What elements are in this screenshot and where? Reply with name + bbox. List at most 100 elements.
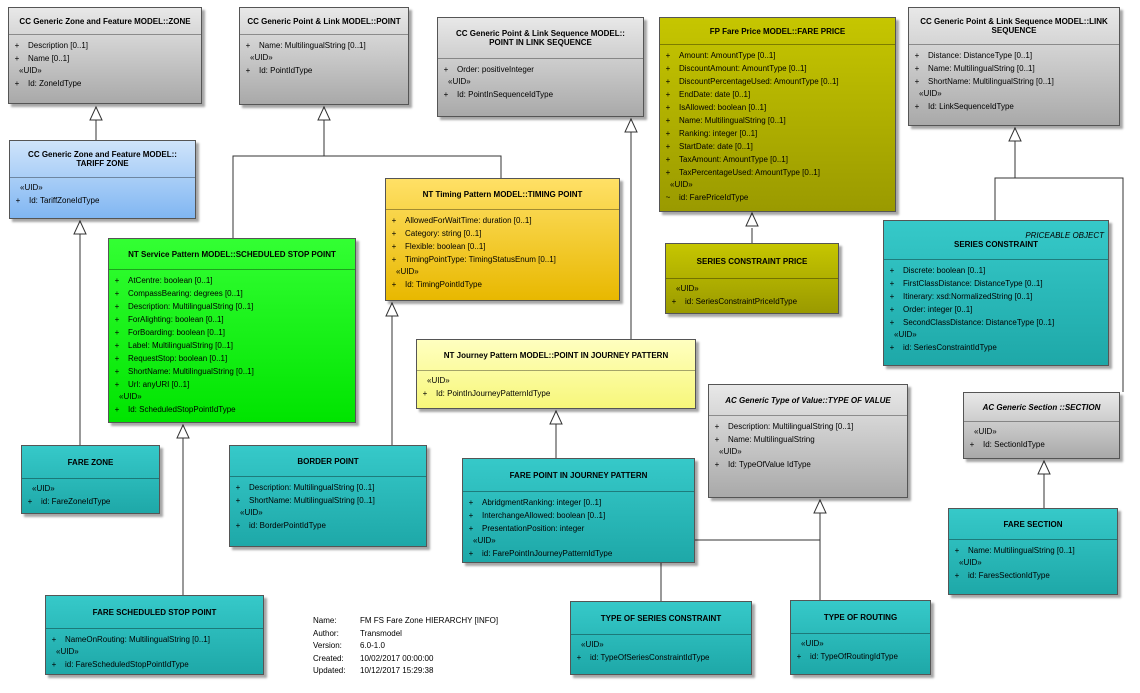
attribute-text: ShortName: MultilingualString [0..1] [249, 496, 375, 505]
attribute-text: id: SeriesConstraintIdType [903, 343, 997, 352]
attribute-list: +AllowedForWaitTime: duration [0..1]+Cat… [386, 210, 619, 293]
class-scheduled-stop-point[interactable]: NT Service Pattern MODEL::SCHEDULED STOP… [108, 238, 356, 423]
class-border-point[interactable]: BORDER POINT+Description: MultilingualSt… [229, 445, 427, 547]
attribute-row: +IsAllowed: boolean [0..1] [660, 101, 895, 114]
visibility-marker: + [391, 242, 397, 251]
attribute-text: ForBoarding: boolean [0..1] [128, 328, 225, 337]
generalization-arrowhead [1008, 126, 1022, 142]
attribute-list: «UID»+Id: PointInJourneyPatternIdType [417, 371, 695, 402]
visibility-marker: + [51, 660, 57, 669]
class-series-constraint-price[interactable]: SERIES CONSTRAINT PRICE«UID»+id: SeriesC… [665, 243, 839, 314]
class-fare-point-in-journey-pattern[interactable]: FARE POINT IN JOURNEY PATTERN+Abridgment… [462, 458, 695, 563]
class-title-line: AC Generic Section ::SECTION [982, 402, 1101, 412]
attribute-text: Amount: AmountType [0..1] [679, 51, 776, 60]
attribute-list: + NameOnRouting: MultilingualString [0..1… [46, 629, 263, 673]
attribute-text: NameOnRouting: MultilingualString [0..1] [65, 635, 210, 644]
uid-stereotype: «UID» [56, 647, 79, 656]
visibility-marker: + [714, 422, 720, 431]
attribute-text: DiscountPercentageUsed: AmountType [0..1… [679, 77, 839, 86]
class-point-in-journey-pattern[interactable]: NT Journey Pattern MODEL::POINT IN JOURN… [416, 339, 696, 409]
class-title: NT Journey Pattern MODEL::POINT IN JOURN… [417, 340, 695, 370]
separator [660, 44, 895, 45]
class-tariff-zone[interactable]: CC Generic Zone and Feature MODEL::TARIF… [9, 140, 196, 219]
visibility-marker: + [14, 41, 20, 50]
uid-stereotype: «UID» [32, 484, 55, 493]
info-value: 6.0-1.0 [360, 641, 385, 650]
class-fare-section[interactable]: FARE SECTION+Name: MultilingualString [0… [948, 508, 1118, 595]
class-title-line: FARE SCHEDULED STOP POINT [92, 607, 217, 617]
attribute-list: «UID»+Id: TariffZoneIdType [10, 178, 195, 209]
uid-stereotype: «UID» [894, 330, 917, 339]
visibility-marker: + [889, 318, 895, 327]
attribute-text: id: SeriesConstraintPriceIdType [685, 297, 798, 306]
attribute-text: Name: MultilingualString [0..1] [679, 116, 786, 125]
class-title: NT Timing Pattern MODEL::TIMING POINT [386, 179, 619, 209]
visibility-marker: + [954, 546, 960, 555]
attribute-text: ShortName: MultilingualString [0..1] [928, 77, 1054, 86]
class-fare-zone[interactable]: FARE ZONE«UID»+id: FareZoneIdType [21, 445, 160, 514]
class-zone[interactable]: CC Generic Zone and Feature MODEL::ZONE+… [8, 7, 202, 104]
uid-stereotype: «UID» [801, 639, 824, 648]
attribute-text: TimingPointType: TimingStatusEnum [0..1] [405, 255, 556, 264]
separator [109, 269, 355, 270]
class-point[interactable]: CC Generic Point & Link MODEL::POINT+Nam… [239, 7, 409, 105]
class-timing-point[interactable]: NT Timing Pattern MODEL::TIMING POINT+Al… [385, 178, 620, 301]
generalization-arrowhead [549, 409, 563, 425]
visibility-marker: + [391, 216, 397, 225]
info-key: Created: [313, 653, 344, 663]
attribute-text: Url: anyURI [0..1] [128, 380, 190, 389]
attribute-text: Id: SectionIdType [983, 440, 1045, 449]
diagram-info: Name:FM FS Fare Zone HIERARCHY [INFO]Aut… [313, 615, 498, 678]
attribute-row: +Id: ScheduledStopPointIdType [109, 403, 355, 416]
attribute-list: +Order: positiveInteger«UID»+Id: PointIn… [438, 59, 643, 103]
attribute-text: FirstClassDistance: DistanceType [0..1] [903, 279, 1043, 288]
info-row: Updated:10/12/2017 15:29:38 [313, 665, 498, 678]
visibility-marker: + [391, 255, 397, 264]
attribute-row: +CompassBearing: degrees [0..1] [109, 287, 355, 300]
attribute-list: + Amount: AmountType [0..1] +DiscountAmoun… [660, 45, 895, 206]
attribute-text: PresentationPosition: integer [482, 524, 585, 533]
visibility-marker: + [796, 652, 802, 661]
generalization-arrowhead [317, 105, 331, 121]
attribute-text: Itinerary: xsd:NormalizedString [0..1] [903, 292, 1033, 301]
visibility-marker: + [914, 51, 920, 60]
attribute-list: «UID»+id: SeriesConstraintPriceIdType [666, 279, 838, 310]
attribute-row: +DiscountAmount: AmountType [0..1] [660, 62, 895, 75]
attribute-text: id: FaresSectionIdType [968, 571, 1050, 580]
attribute-row: +id: FarePointInJourneyPatternIdType [463, 547, 694, 560]
class-fare-price[interactable]: FP Fare Price MODEL::FARE PRICE+Amount: … [659, 17, 896, 212]
visibility-marker: + [665, 51, 671, 60]
visibility-marker: + [468, 511, 474, 520]
attribute-row: +Id: LinkSequenceIdType [909, 100, 1119, 113]
attribute-row: + TimingPointType: TimingStatusEnum [0..1… [386, 253, 619, 266]
attribute-text: Order: positiveInteger [457, 65, 534, 74]
separator [964, 421, 1119, 422]
class-link-sequence[interactable]: CC Generic Point & Link Sequence MODEL::… [908, 7, 1120, 126]
attribute-text: Id: ScheduledStopPointIdType [128, 405, 236, 414]
uid-stereotype: «UID» [448, 77, 471, 86]
class-title: CC Generic Point & Link Sequence MODEL::… [909, 8, 1119, 44]
attribute-list: +Description [0..1]+Name [0..1]«UID»+Id:… [9, 35, 201, 92]
attribute-row: ~id: FarePriceIdType [660, 191, 895, 204]
class-title-line: CC Generic Zone and Feature MODEL:: [28, 150, 177, 159]
attribute-text: id: FarePointInJourneyPatternIdType [482, 549, 613, 558]
attribute-list: +Description: MultilingualString [0..1]+… [709, 416, 907, 473]
uid-stereotype: «UID» [427, 376, 450, 385]
attribute-text: ShortName: MultilingualString [0..1] [128, 367, 254, 376]
attribute-list: +AbridgmentRanking: integer [0..1]+Inter… [463, 492, 694, 562]
class-type-of-routing[interactable]: TYPE OF ROUTING«UID»+id: TypeOfRoutingId… [790, 600, 931, 675]
info-value: FM FS Fare Zone HIERARCHY [INFO] [360, 616, 499, 625]
class-section[interactable]: AC Generic Section ::SECTION«UID»+Id: Se… [963, 392, 1120, 459]
attribute-text: Discrete: boolean [0..1] [903, 266, 986, 275]
attribute-row: +Order: integer [0..1] [884, 303, 1108, 316]
info-row: Created:10/02/2017 00:00:00 [313, 653, 498, 666]
separator [438, 58, 643, 59]
class-type-of-value[interactable]: AC Generic Type of Value::TYPE OF VALUE+… [708, 384, 908, 498]
visibility-marker: + [114, 315, 120, 324]
class-type-of-series-constraint[interactable]: TYPE OF SERIES CONSTRAINT«UID»+id: TypeO… [570, 601, 752, 675]
attribute-text: EndDate: date [0..1] [679, 90, 751, 99]
attribute-row: +ForBoarding: boolean [0..1] [109, 326, 355, 339]
class-fare-scheduled-stop-point[interactable]: FARE SCHEDULED STOP POINT + NameOnRouting:… [45, 595, 264, 675]
class-point-in-link-sequence[interactable]: CC Generic Point & Link Sequence MODEL::… [437, 17, 644, 117]
